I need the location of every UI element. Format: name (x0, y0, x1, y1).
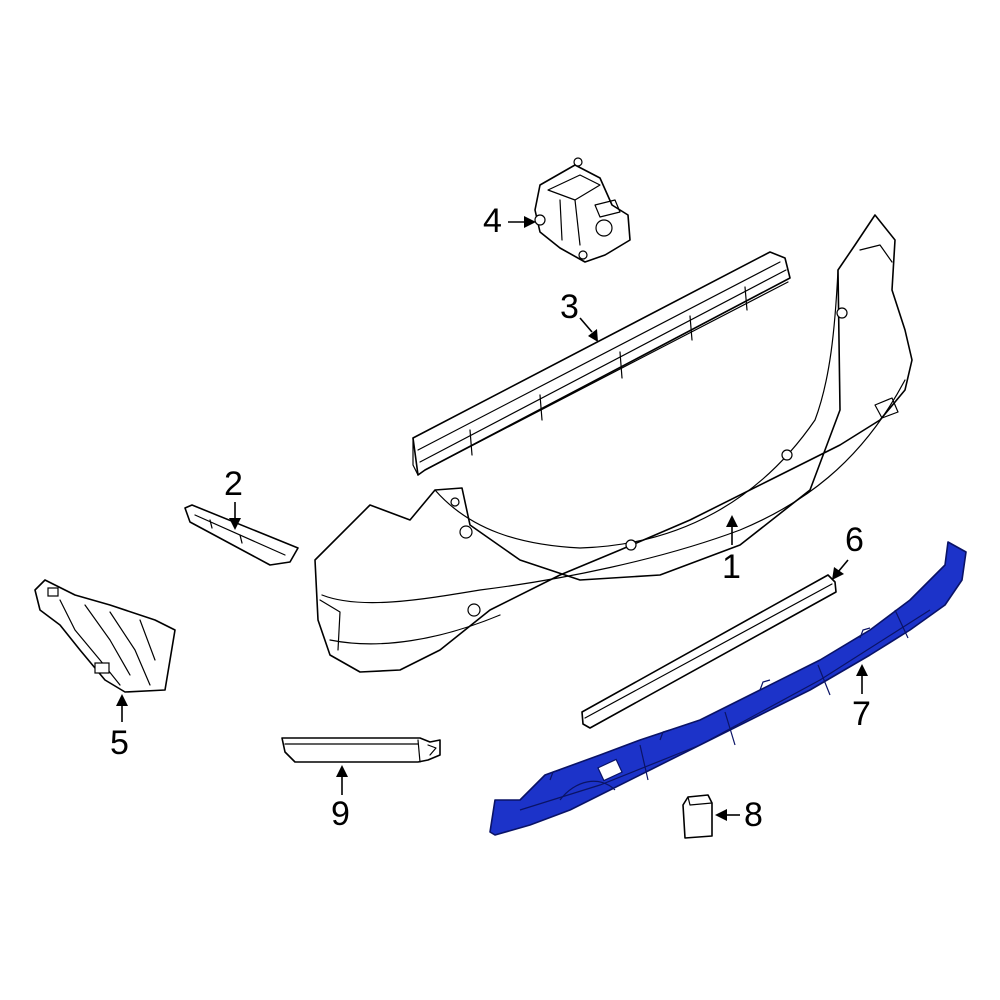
callout-7: 7 (852, 695, 871, 733)
part-8-cap[interactable] (682, 794, 713, 839)
part-7-lower-valance[interactable] (489, 541, 967, 836)
part-5-side-bracket[interactable] (34, 579, 176, 693)
leader-7 (856, 664, 868, 694)
callout-8: 8 (744, 796, 763, 834)
leader-8 (715, 809, 740, 821)
callout-9: 9 (331, 795, 350, 833)
callout-6: 6 (845, 521, 864, 559)
leader-4 (508, 216, 536, 228)
leader-3 (579, 317, 598, 342)
part-3-reinforcement-beam[interactable] (412, 251, 791, 476)
callout-3: 3 (560, 288, 579, 326)
part-2-reflector-strip[interactable] (184, 504, 299, 566)
callout-1: 1 (722, 548, 741, 586)
callout-5: 5 (110, 724, 129, 762)
leader-9 (336, 765, 348, 795)
part-6-trim-molding[interactable] (581, 574, 837, 729)
callout-2: 2 (224, 465, 243, 503)
callout-4: 4 (483, 202, 502, 240)
part-9-reflector[interactable] (281, 737, 441, 763)
leader-2 (229, 502, 241, 530)
part-1-bumper-cover[interactable] (314, 214, 913, 673)
leader-6 (832, 559, 849, 580)
leader-1 (726, 515, 738, 545)
part-4-bracket[interactable] (534, 157, 631, 263)
leader-5 (116, 694, 128, 722)
